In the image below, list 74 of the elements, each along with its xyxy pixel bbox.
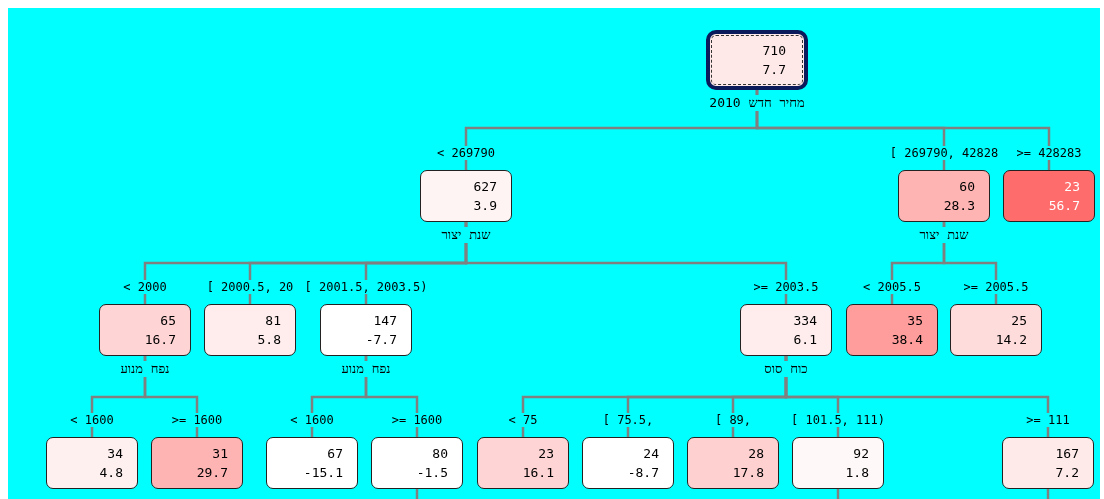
sample-count: 24: [643, 446, 659, 461]
mean-value: 7.2: [1055, 465, 1079, 480]
sample-count: 23: [1064, 179, 1080, 194]
mean-value: 28.3: [943, 198, 975, 213]
tree-node-box: [740, 304, 832, 356]
mean-value: 4.8: [99, 465, 123, 480]
mean-value: 16.7: [144, 332, 176, 347]
sample-count: 92: [853, 446, 869, 461]
tree-node-box: [371, 437, 463, 489]
split-variable-label: שנת יצור: [916, 227, 972, 243]
sample-count: 167: [1055, 446, 1079, 461]
sample-count: 60: [959, 179, 975, 194]
sample-count: 65: [160, 313, 176, 328]
split-condition-label: >= 2003.5: [751, 280, 821, 294]
sample-count: 147: [373, 313, 397, 328]
mean-value: 6.1: [793, 332, 817, 347]
mean-value: 29.7: [196, 465, 228, 480]
mean-value: 56.7: [1048, 198, 1080, 213]
mean-value: 16.1: [522, 465, 554, 480]
mean-value: -15.1: [303, 465, 343, 480]
mean-value: 5.8: [257, 332, 281, 347]
sample-count: 34: [107, 446, 123, 461]
tree-node-box: [950, 304, 1042, 356]
sample-count: 627: [473, 179, 497, 194]
sample-count: 25: [1011, 313, 1027, 328]
tree-node-box: [204, 304, 296, 356]
mean-value: 7.7: [762, 62, 786, 77]
mean-value: 14.2: [995, 332, 1027, 347]
tree-branch-line: [464, 222, 788, 304]
tree-node-box: [706, 30, 808, 90]
split-condition-label: < 1600: [68, 413, 116, 427]
sample-count: 80: [432, 446, 448, 461]
sample-count: 67: [327, 446, 343, 461]
split-variable-label: שנת יצור: [438, 227, 494, 243]
split-condition-label: >= 1600: [169, 413, 225, 427]
split-condition-label: < 2000: [121, 280, 169, 294]
mean-value: -1.5: [416, 465, 448, 480]
tree-node-box: [1003, 170, 1095, 222]
split-condition-label: < 1600: [288, 413, 336, 427]
tree-branch-line: [784, 356, 1050, 437]
sample-count: 334: [793, 313, 817, 328]
split-condition-label: >= 111: [1024, 413, 1072, 427]
mean-value: 1.8: [845, 465, 869, 480]
sample-count: 28: [748, 446, 764, 461]
mean-value: 38.4: [891, 332, 923, 347]
tree-node-box: [420, 170, 512, 222]
split-condition-label: < 75: [506, 413, 540, 427]
tree-node-box: [477, 437, 569, 489]
mean-value: -7.7: [365, 332, 397, 347]
sample-count: 23: [538, 446, 554, 461]
split-condition-label: >= 428283: [1014, 146, 1084, 160]
split-condition-label: < 269790: [435, 146, 497, 160]
sample-count: 81: [265, 313, 281, 328]
tree-node-box: [582, 437, 674, 489]
sample-count: 35: [907, 313, 923, 328]
sample-count: 31: [212, 446, 228, 461]
tree-node-box: [46, 437, 138, 489]
mean-value: 17.8: [732, 465, 764, 480]
mean-value: 3.9: [473, 198, 497, 213]
sample-count: 710: [762, 43, 786, 58]
tree-node-box: [266, 437, 358, 489]
tree-node-box: [1002, 437, 1094, 489]
split-condition-label: >= 1600: [389, 413, 445, 427]
tree-node-box: [846, 304, 938, 356]
tree-node-box: [687, 437, 779, 489]
tree-node-box: [792, 437, 884, 489]
tree-node-box: [151, 437, 243, 489]
tree-branch-line: [755, 90, 1051, 170]
tree-node-box: [320, 304, 412, 356]
split-condition-label: >= 2005.5: [961, 280, 1031, 294]
tree-node-box: [898, 170, 990, 222]
tree-node-box: [99, 304, 191, 356]
mean-value: -8.7: [627, 465, 659, 480]
split-condition-label: < 2005.5: [861, 280, 923, 294]
